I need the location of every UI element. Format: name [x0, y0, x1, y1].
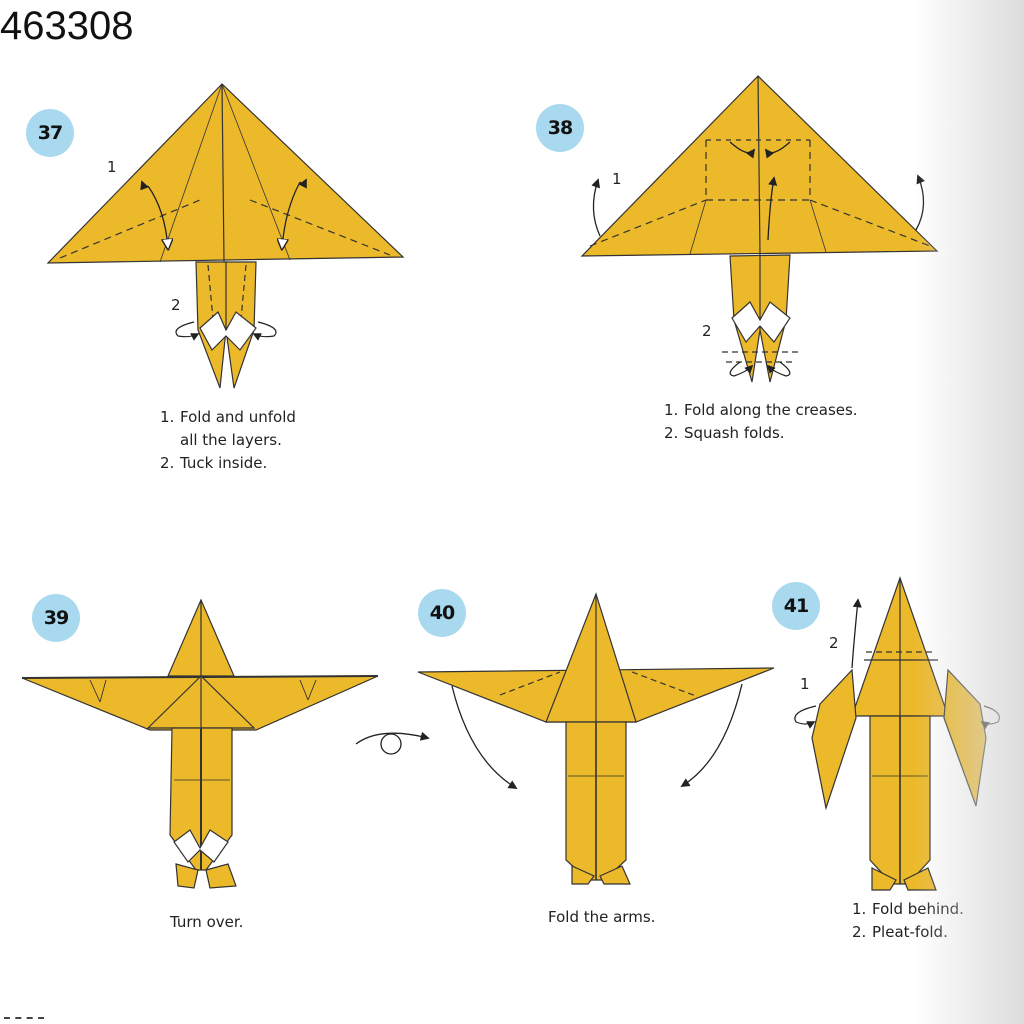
step-41-callout-1: 1	[800, 675, 810, 693]
step-39-paper	[21, 598, 379, 889]
step-41-callout-2: 2	[829, 634, 839, 652]
step-41-instructions: 1.Fold behind. 2.Pleat-fold.	[852, 900, 964, 941]
step-41-instruction-1: Fold behind.	[872, 900, 964, 918]
step-38-instructions: 1.Fold along the creases. 2.Squash folds…	[664, 401, 858, 442]
step-37-instruction-1a: Fold and unfold	[180, 408, 296, 426]
step-38-badge: 38	[536, 104, 584, 152]
step-38-instruction-1: Fold along the creases.	[684, 401, 858, 419]
step-38-callout-2: 2	[702, 322, 712, 340]
step-39-instruction: Turn over.	[170, 913, 244, 931]
step-38-callout-1: 1	[612, 170, 622, 188]
step-39-badge: 39	[32, 594, 80, 642]
page-footer-mark	[4, 1017, 44, 1022]
step-40-instruction: Fold the arms.	[548, 908, 656, 926]
step-37-callout-2: 2	[171, 296, 181, 314]
step-41-badge: 41	[772, 582, 820, 630]
step-40-paper	[417, 592, 775, 885]
step-38-instruction-2: Squash folds.	[684, 424, 785, 442]
step-37-instruction-1b: all the layers.	[180, 431, 282, 449]
image-id: 463308	[0, 4, 134, 48]
step-37-instructions: 1.Fold and unfold all the layers. 2.Tuck…	[160, 408, 296, 472]
step-40-badge: 40	[418, 589, 466, 637]
step-37-badge: 37	[26, 109, 74, 157]
step-37-instruction-2: Tuck inside.	[180, 454, 268, 472]
step-41-instruction-2: Pleat-fold.	[872, 923, 948, 941]
step-41-paper	[811, 576, 987, 891]
step-38-paper	[580, 75, 939, 383]
step-37-paper	[46, 83, 405, 389]
step-37-callout-1: 1	[107, 158, 117, 176]
